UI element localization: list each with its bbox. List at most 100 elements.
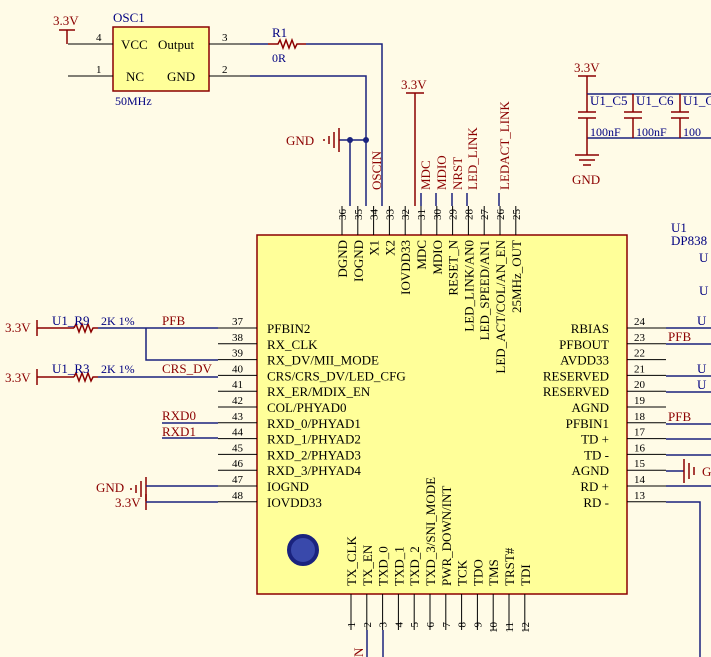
net-cut-label: U bbox=[697, 377, 707, 392]
pin-number: 6 bbox=[425, 622, 437, 628]
power-label: 3.3V bbox=[5, 370, 31, 385]
pin-name: PWR_DOWN/INT bbox=[439, 486, 454, 586]
pin-number: 7 bbox=[441, 622, 453, 628]
u1-part: DP838 bbox=[671, 233, 707, 248]
osc1-nc-pin: NC bbox=[126, 69, 144, 84]
pin-number: 36 bbox=[337, 209, 349, 221]
pin-name: RD - bbox=[583, 495, 609, 510]
pin-name: X1 bbox=[367, 240, 382, 256]
osc1-component[interactable]: OSC1 50MHz VCC Output NC GND 4 1 3 2 bbox=[68, 10, 250, 108]
pin-number: 3 bbox=[378, 622, 390, 628]
pin-name: RXD_3/PHYAD4 bbox=[267, 463, 361, 478]
pin-name: TD - bbox=[584, 447, 609, 462]
pin-name: TDO bbox=[470, 559, 485, 586]
net-label-pfb: PFB bbox=[162, 313, 185, 328]
gnd-label: G bbox=[702, 464, 711, 479]
pin-number: 19 bbox=[634, 395, 646, 407]
pin-name: AGND bbox=[571, 400, 609, 415]
pin-number: 32 bbox=[400, 209, 412, 220]
pin-number: 31 bbox=[416, 209, 428, 220]
pin-name: TXD_1 bbox=[391, 546, 406, 586]
cap-value: 100 bbox=[683, 125, 701, 139]
osc1-gnd-pin: GND bbox=[167, 69, 195, 84]
pin-number: 35 bbox=[353, 209, 365, 221]
pin-name: TD + bbox=[581, 432, 609, 447]
cap-designator: U1_C6 bbox=[636, 93, 674, 108]
r1-value: 0R bbox=[272, 51, 286, 65]
net-cut-label: U bbox=[697, 361, 707, 376]
net-cut-label: N bbox=[351, 647, 366, 657]
pin-name: TDI bbox=[518, 564, 533, 586]
pin-name: IOVDD33 bbox=[267, 495, 322, 510]
pin-number: 20 bbox=[634, 379, 646, 391]
net-label-crs-dv: CRS_DV bbox=[162, 361, 212, 376]
cap-designator: U1_C5 bbox=[590, 93, 628, 108]
pin-number: 47 bbox=[232, 474, 244, 486]
pin-name: TRST# bbox=[502, 547, 517, 586]
pin-number: 26 bbox=[495, 209, 507, 221]
r1-designator: R1 bbox=[272, 25, 287, 40]
right-pins: 24RBIAS23PFBOUT22AVDD3321RESERVED20RESER… bbox=[543, 316, 666, 510]
r1-resistor[interactable]: R1 0R bbox=[268, 25, 306, 65]
u1-designator: U1 bbox=[671, 220, 687, 235]
pin-number: 44 bbox=[232, 427, 244, 439]
pin-number: 38 bbox=[232, 332, 244, 344]
left-resistor-r9[interactable]: 3.3V U1_R9 2K 1% bbox=[5, 313, 218, 361]
pin-name: PFBIN2 bbox=[267, 321, 310, 336]
pin-number: 41 bbox=[232, 379, 243, 391]
u1-body[interactable] bbox=[256, 234, 628, 595]
pin-name: COL/PHYAD0 bbox=[267, 400, 346, 415]
pin-number: 39 bbox=[232, 348, 244, 360]
pin-name: MDIO bbox=[430, 240, 445, 275]
pin-number: 13 bbox=[634, 490, 646, 502]
power-label: 3.3V bbox=[53, 13, 79, 28]
left-resistor-r3[interactable]: 3.3V U1_R3 2K 1% bbox=[5, 361, 218, 385]
net-label-ledact-link: LEDACT_LINK bbox=[497, 101, 512, 190]
pin-name: TXD_2 bbox=[407, 546, 422, 586]
osc1-body bbox=[112, 26, 210, 92]
pin-name: RESET_N bbox=[446, 239, 461, 295]
pin-name: TX_CLK bbox=[344, 536, 359, 586]
u1-cut-label: U bbox=[699, 283, 709, 298]
pin-number: 48 bbox=[232, 490, 244, 502]
net-label-pfb: PFB bbox=[668, 409, 691, 424]
pin-number: 11 bbox=[504, 622, 516, 633]
osc1-pin-number: 3 bbox=[222, 32, 228, 44]
pin1-marker bbox=[287, 534, 319, 566]
power-label: 3.3V bbox=[5, 320, 31, 335]
gnd-label: GND bbox=[572, 172, 600, 187]
pin-number: 25 bbox=[511, 209, 523, 221]
pin-name: RX_CLK bbox=[267, 337, 318, 352]
pin-name: RX_DV/MII_MODE bbox=[267, 353, 379, 368]
power-label: 3.3V bbox=[401, 77, 427, 92]
pin-name: PFBOUT bbox=[559, 337, 609, 352]
pin-name: IOGND bbox=[267, 479, 309, 494]
osc1-designator: OSC1 bbox=[113, 10, 145, 25]
pin-name: TXD_0 bbox=[376, 546, 391, 586]
decoupling-caps: 3.3V GND U1_C5 U1_C6 U1_C 100nF 100nF 10… bbox=[572, 60, 711, 187]
gnd-symbol: GND bbox=[286, 128, 340, 152]
pin-name: LED_SPEED/AN1 bbox=[477, 240, 492, 340]
pin-number: 18 bbox=[634, 411, 646, 423]
pin-number: 46 bbox=[232, 458, 244, 470]
pin-name: LED_LINK/AN0 bbox=[461, 240, 476, 332]
power-port-3v3: 3.3V bbox=[53, 13, 79, 44]
gnd-label: GND bbox=[96, 480, 124, 495]
net-cut-label: U bbox=[697, 313, 707, 328]
u1-cut-label: U bbox=[699, 250, 709, 265]
osc1-output-pin: Output bbox=[158, 37, 195, 52]
pin-name: RXD_0/PHYAD1 bbox=[267, 416, 361, 431]
pin-name: TX_EN bbox=[360, 544, 375, 586]
gnd-symbol: GND bbox=[96, 477, 218, 501]
net-label-oscin: OSCIN bbox=[369, 150, 384, 190]
osc1-pin-number: 1 bbox=[96, 64, 102, 76]
osc1-pin-number: 4 bbox=[96, 32, 102, 44]
pin-number: 22 bbox=[634, 348, 645, 360]
pin-name: RESERVED bbox=[543, 384, 609, 399]
pin-number: 45 bbox=[232, 442, 244, 454]
pin-number: 21 bbox=[634, 363, 645, 375]
pin-name: AVDD33 bbox=[560, 353, 609, 368]
pin-number: 10 bbox=[488, 622, 500, 634]
pin-name: RESERVED bbox=[543, 368, 609, 383]
